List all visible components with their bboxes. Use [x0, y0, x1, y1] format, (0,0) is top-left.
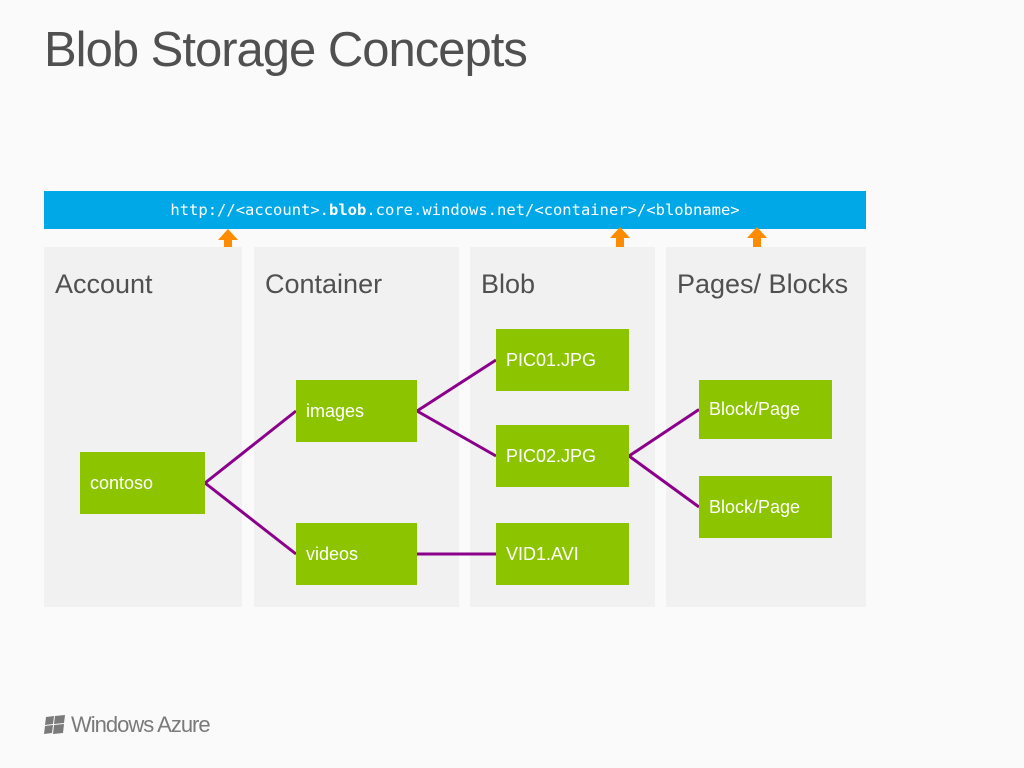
windows-flag-icon	[44, 715, 65, 734]
arrow-up-icon-blobname	[747, 227, 767, 255]
arrow-up-icon-container	[610, 227, 630, 255]
node-container-images: images	[296, 380, 417, 442]
edge-container_images-to-blob_pic02	[416, 409, 497, 458]
panel-title-account: Account	[55, 269, 153, 299]
node-block-2: Block/Page	[699, 476, 832, 538]
node-block-1: Block/Page	[699, 380, 832, 439]
arrow-up-icon-account	[218, 229, 238, 257]
url-blob-keyword: blob	[329, 201, 367, 219]
logo-text: Windows Azure	[71, 712, 211, 737]
panel-title-blob: Blob	[481, 269, 536, 299]
panel-account: Account	[44, 247, 242, 607]
node-blob-vid1: VID1.AVI	[496, 523, 629, 585]
node-blob-pic02: PIC02.JPG	[496, 425, 629, 487]
edge-account-to-container_images	[204, 409, 297, 485]
node-account: contoso	[80, 452, 205, 514]
url-pattern-bar: http://<account>.blob.core.windows.net/<…	[44, 191, 866, 229]
edge-account-to-container_videos	[204, 481, 297, 556]
panel-title-container: Container	[265, 269, 383, 299]
edge-blob_pic02-to-block_1	[628, 408, 700, 458]
edge-blob_pic02-to-block_2	[628, 454, 700, 509]
url-suffix: .core.windows.net/<container>/<blobname>	[366, 201, 740, 219]
url-prefix: http://<account>.	[170, 201, 330, 219]
node-container-videos: videos	[296, 523, 417, 585]
slide-title: Blob Storage Concepts	[44, 23, 528, 77]
node-blob-pic01: PIC01.JPG	[496, 329, 629, 391]
panel-title-pages-blocks: Pages/ Blocks	[677, 269, 849, 299]
windows-azure-logo: Windows Azure	[43, 712, 211, 738]
edge-container_images-to-blob_pic01	[416, 358, 497, 413]
